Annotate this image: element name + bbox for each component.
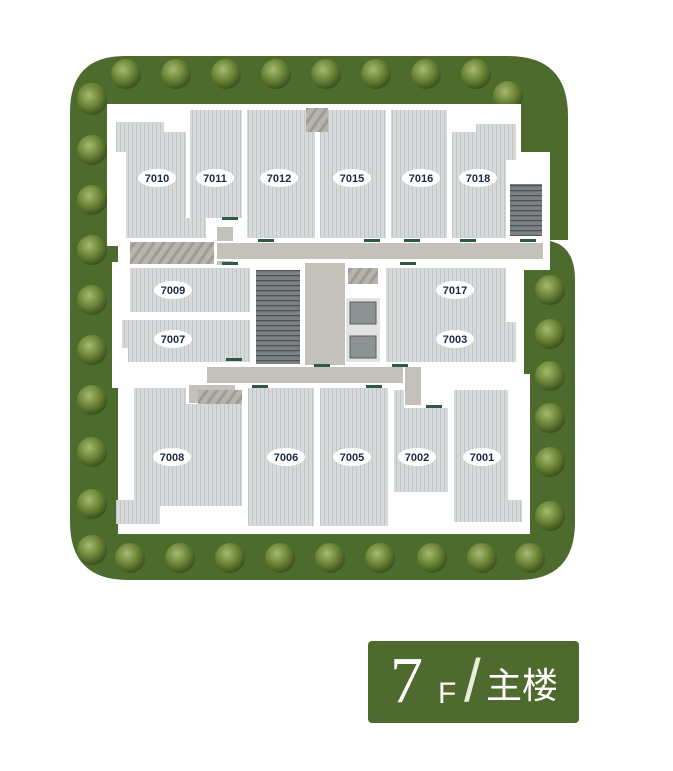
- tree-icon: [535, 403, 565, 433]
- tree-icon: [535, 447, 565, 477]
- stair-center: [256, 270, 300, 364]
- svg-text:7007: 7007: [161, 334, 185, 346]
- tree-icon: [361, 59, 391, 89]
- label-7003: 7003: [436, 330, 474, 348]
- tree-icon: [535, 275, 565, 305]
- tree-icon: [417, 543, 447, 573]
- tree-icon: [77, 385, 107, 415]
- svg-text:7015: 7015: [340, 173, 364, 185]
- tree-icon: [77, 285, 107, 315]
- label-7015: 7015: [333, 169, 371, 187]
- svg-text:7002: 7002: [405, 452, 429, 464]
- label-7008: 7008: [153, 448, 191, 466]
- label-7018: 7018: [459, 169, 497, 187]
- tree-icon: [77, 335, 107, 365]
- stair-top-right: [510, 184, 542, 236]
- svg-text:7016: 7016: [409, 173, 433, 185]
- svg-text:7018: 7018: [466, 173, 490, 185]
- building-name: 主楼: [486, 666, 559, 707]
- tree-icon: [77, 235, 107, 265]
- shaft-top: [306, 108, 328, 132]
- floor-badge: 7 F / 主楼: [368, 641, 579, 723]
- tree-icon: [115, 543, 145, 573]
- tree-icon: [161, 59, 191, 89]
- floor-number: 7: [390, 644, 423, 717]
- svg-text:7008: 7008: [160, 452, 184, 464]
- label-7016: 7016: [402, 169, 440, 187]
- svg-text:7001: 7001: [470, 452, 494, 464]
- tree-icon: [311, 59, 341, 89]
- tree-icon: [535, 501, 565, 531]
- svg-text:7006: 7006: [274, 452, 298, 464]
- tree-icon: [77, 135, 107, 165]
- floor-unit: F: [438, 677, 457, 710]
- label-7009: 7009: [154, 281, 192, 299]
- label-7011: 7011: [196, 169, 234, 187]
- unit-labels: 7010 7011 7012 7015 7016 7018 7009 7017 …: [138, 169, 501, 466]
- tree-icon: [411, 59, 441, 89]
- label-7007: 7007: [154, 330, 192, 348]
- tree-icon: [535, 361, 565, 391]
- label-7010: 7010: [138, 169, 176, 187]
- tree-icon: [211, 59, 241, 89]
- tree-icon: [77, 489, 107, 519]
- corridor-hatched-center: [348, 268, 378, 284]
- tree-icon: [165, 543, 195, 573]
- tree-icon: [77, 85, 107, 115]
- tree-icon: [77, 437, 107, 467]
- corridor-hatched-left: [130, 242, 214, 264]
- unit-7011[interactable]: [190, 110, 242, 218]
- label-7017: 7017: [436, 281, 474, 299]
- tree-icon: [77, 535, 107, 565]
- unit-7002[interactable]: [394, 390, 448, 492]
- elevator-1: [349, 301, 377, 325]
- tree-icon: [265, 543, 295, 573]
- tree-icon: [535, 319, 565, 349]
- label-7012: 7012: [260, 169, 298, 187]
- svg-text:7009: 7009: [161, 285, 185, 297]
- svg-text:7017: 7017: [443, 285, 467, 297]
- label-7002: 7002: [398, 448, 436, 466]
- tree-icon: [315, 543, 345, 573]
- svg-text:7010: 7010: [145, 173, 169, 185]
- tree-icon: [515, 543, 545, 573]
- tree-icon: [215, 543, 245, 573]
- label-7006: 7006: [267, 448, 305, 466]
- svg-text:7011: 7011: [203, 173, 227, 185]
- elevator-lobby: [346, 298, 380, 362]
- tree-icon: [493, 81, 523, 111]
- tree-icon: [77, 185, 107, 215]
- label-7001: 7001: [463, 448, 501, 466]
- label-7005: 7005: [333, 448, 371, 466]
- svg-text:7012: 7012: [267, 173, 291, 185]
- tree-icon: [111, 59, 141, 89]
- doors: [222, 217, 536, 408]
- svg-text:7005: 7005: [340, 452, 364, 464]
- svg-text:7003: 7003: [443, 334, 467, 346]
- floor-separator: /: [464, 647, 481, 714]
- tree-icon: [261, 59, 291, 89]
- tree-icon: [365, 543, 395, 573]
- tree-icon: [461, 59, 491, 89]
- elevator-2: [349, 335, 377, 359]
- tree-row: [77, 59, 565, 573]
- tree-icon: [467, 543, 497, 573]
